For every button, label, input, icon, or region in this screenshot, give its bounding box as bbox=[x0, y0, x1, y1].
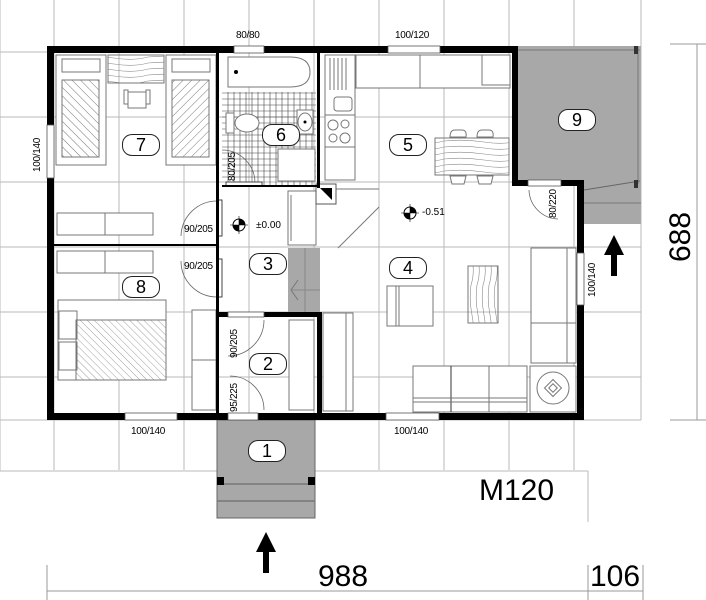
label-bedroom7-door: 90/205 bbox=[184, 224, 213, 235]
level-marker-living-icon bbox=[401, 204, 419, 222]
dimension-extra-width: 106 bbox=[590, 560, 641, 593]
level-marker-hall-icon bbox=[230, 216, 248, 234]
dimension-total-width: 988 bbox=[318, 560, 369, 593]
room-tag-1: 1 bbox=[248, 440, 286, 462]
furniture bbox=[55, 54, 577, 413]
room-tag-7: 7 bbox=[122, 134, 160, 156]
label-kitchen-window: 100/120 bbox=[395, 30, 430, 41]
duct-marker bbox=[315, 183, 337, 205]
room-tag-6: 6 bbox=[262, 124, 300, 146]
label-terrace-door: 80/220 bbox=[548, 189, 559, 218]
hall-step bbox=[288, 248, 320, 312]
windows bbox=[46, 45, 585, 421]
label-bedroom7-side-window: 100/140 bbox=[32, 137, 43, 172]
plan-title: M120 bbox=[479, 474, 555, 507]
label-bath-window: 80/80 bbox=[236, 30, 260, 41]
room-tag-2: 2 bbox=[249, 353, 287, 375]
label-bedroom8-door: 90/205 bbox=[184, 261, 213, 272]
door-swings bbox=[180, 149, 559, 411]
entrance-porch-area bbox=[216, 419, 316, 519]
level-label-living: -0.51 bbox=[422, 207, 445, 218]
label-bedroom8-window: 100/140 bbox=[131, 426, 166, 437]
room-tag-9: 9 bbox=[558, 109, 596, 131]
level-label-hall: ±0.00 bbox=[256, 220, 281, 231]
room-tag-3: 3 bbox=[249, 253, 287, 275]
dimension-total-depth: 688 bbox=[664, 211, 697, 262]
room-tag-8: 8 bbox=[122, 276, 160, 298]
label-living-side-window: 100/140 bbox=[587, 262, 598, 297]
label-vestibule-inner-door: 90/205 bbox=[229, 329, 240, 358]
label-entrance-door: 95/225 bbox=[229, 383, 240, 412]
stair-diagonal bbox=[337, 206, 380, 249]
entry-arrow-front-icon bbox=[256, 532, 276, 573]
label-living-front-window: 100/140 bbox=[394, 426, 429, 437]
room-tag-4: 4 bbox=[389, 257, 427, 279]
dimension-lines bbox=[46, 43, 706, 600]
room-tag-5: 5 bbox=[389, 134, 427, 156]
door-leaves bbox=[216, 181, 263, 298]
label-bath-door: 80/205 bbox=[227, 152, 238, 181]
entry-arrow-terrace-icon bbox=[604, 235, 624, 276]
